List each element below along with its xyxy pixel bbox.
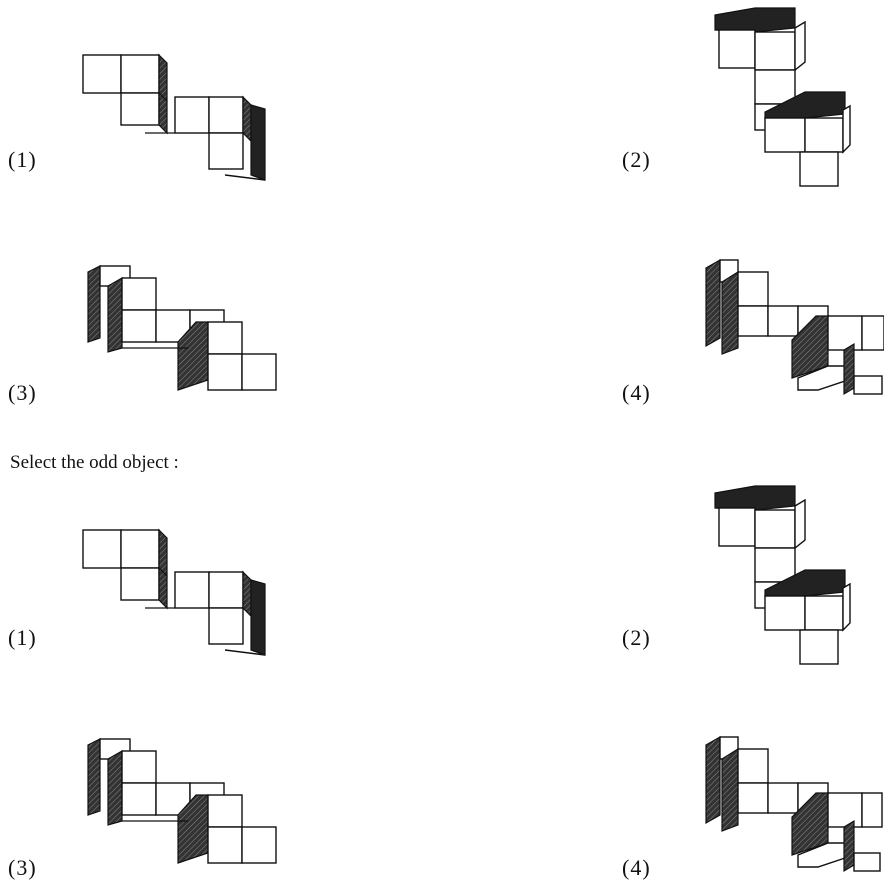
cube-figure-2-top (714, 7, 851, 187)
option-label-3-bottom: (3) (8, 855, 37, 880)
option-label-1-top: (1) (8, 147, 37, 172)
option-label-2-top: (2) (622, 147, 651, 172)
option-label-3-top: (3) (8, 380, 37, 405)
cube-figure-1-top (82, 53, 266, 181)
cube-figure-1-bottom (82, 528, 266, 656)
option-label-1-bottom: (1) (8, 625, 37, 650)
cube-figure-4-bottom (705, 735, 883, 873)
option-label-4-bottom: (4) (622, 855, 651, 880)
option-label-2-bottom: (2) (622, 625, 651, 650)
cube-figure-3-bottom (87, 738, 277, 864)
cube-figure-2-bottom (714, 485, 851, 665)
option-label-4-top: (4) (622, 380, 651, 405)
cube-figure-4-top (705, 258, 884, 396)
cube-figure-3-top (87, 265, 277, 391)
question-text: Select the odd object : (10, 452, 179, 473)
